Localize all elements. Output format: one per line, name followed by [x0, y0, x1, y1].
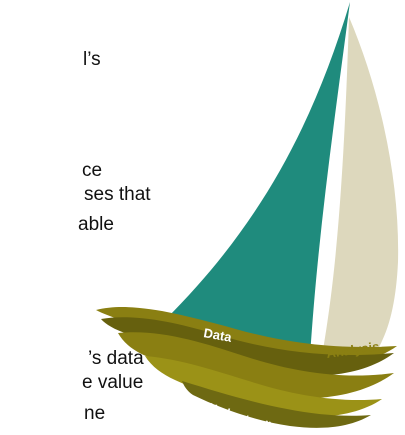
logo-word-analysis: Analysis: [325, 339, 380, 361]
slide-text-fragment: e value: [82, 372, 144, 393]
logo-word-data: Data: [202, 325, 233, 345]
slide-text-fragment: ne: [84, 403, 106, 424]
slide-text-fragment: l’s: [83, 49, 101, 70]
slide-text-fragment: ses that: [84, 184, 151, 205]
slide-text-fragment: ce: [82, 160, 103, 181]
sail-right: [322, 17, 399, 356]
slide-text-fragment: able: [78, 214, 114, 235]
sail-left: [166, 2, 350, 357]
hull-waves: [96, 307, 397, 428]
slide-text-fragment: ’s data: [88, 348, 144, 369]
